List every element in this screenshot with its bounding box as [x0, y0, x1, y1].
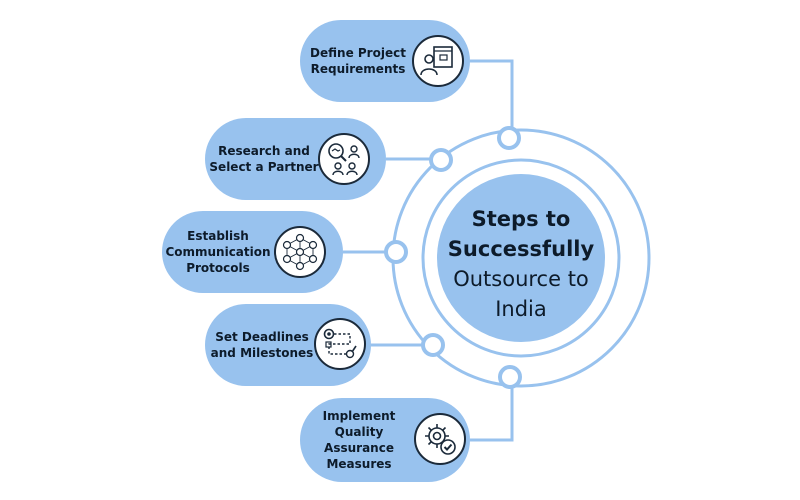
step-5-label: Implement Quality Assurance Measures	[300, 398, 418, 482]
step-1-label: Define Project Requirements	[306, 20, 410, 102]
step-2-line-1: Research and	[218, 144, 310, 158]
step-4-label: Set Deadlines and Milestones	[208, 304, 316, 386]
center-disk	[437, 174, 605, 342]
gear-check-icon	[414, 413, 466, 465]
step-5-line-1: Implement	[322, 409, 396, 423]
center-title-line-3: Outsource to	[453, 267, 589, 291]
step-4-line-2: and Milestones	[210, 346, 314, 360]
step-4-line-1: Set Deadlines	[215, 330, 309, 344]
node-step-4	[421, 333, 445, 357]
step-5-line-4: Measures	[326, 457, 392, 471]
connector-step-5	[470, 378, 514, 442]
step-3-line-3: Protocols	[186, 261, 250, 275]
center-title-line-2: Successfully	[447, 237, 595, 261]
step-5-line-2: Quality	[334, 425, 384, 439]
step-5-line-3: Assurance	[324, 441, 394, 455]
step-3-line-1: Establish	[187, 229, 249, 243]
step-2-line-2: Select a Partner	[209, 160, 319, 174]
milestone-path-icon	[314, 318, 366, 370]
center-title-line-4: India	[495, 297, 547, 321]
step-1-line-2: Requirements	[310, 62, 406, 76]
step-3-label: Establish Communication Protocols	[162, 211, 274, 293]
connector-step-1	[470, 59, 514, 138]
handshake-team-icon	[318, 133, 370, 185]
node-step-5	[498, 365, 522, 389]
center-title-line-1: Steps to	[471, 207, 571, 231]
center-title: Steps to Successfully Outsource to India	[440, 194, 602, 334]
node-step-2	[429, 148, 453, 172]
step-3-line-2: Communication	[165, 245, 271, 259]
network-people-icon	[274, 226, 326, 278]
inner-ring	[421, 158, 621, 358]
person-computer-icon	[412, 35, 464, 87]
step-1-line-1: Define Project	[310, 46, 406, 60]
node-step-1	[497, 126, 521, 150]
node-step-3	[384, 240, 408, 264]
step-2-label: Research and Select a Partner	[206, 118, 322, 200]
